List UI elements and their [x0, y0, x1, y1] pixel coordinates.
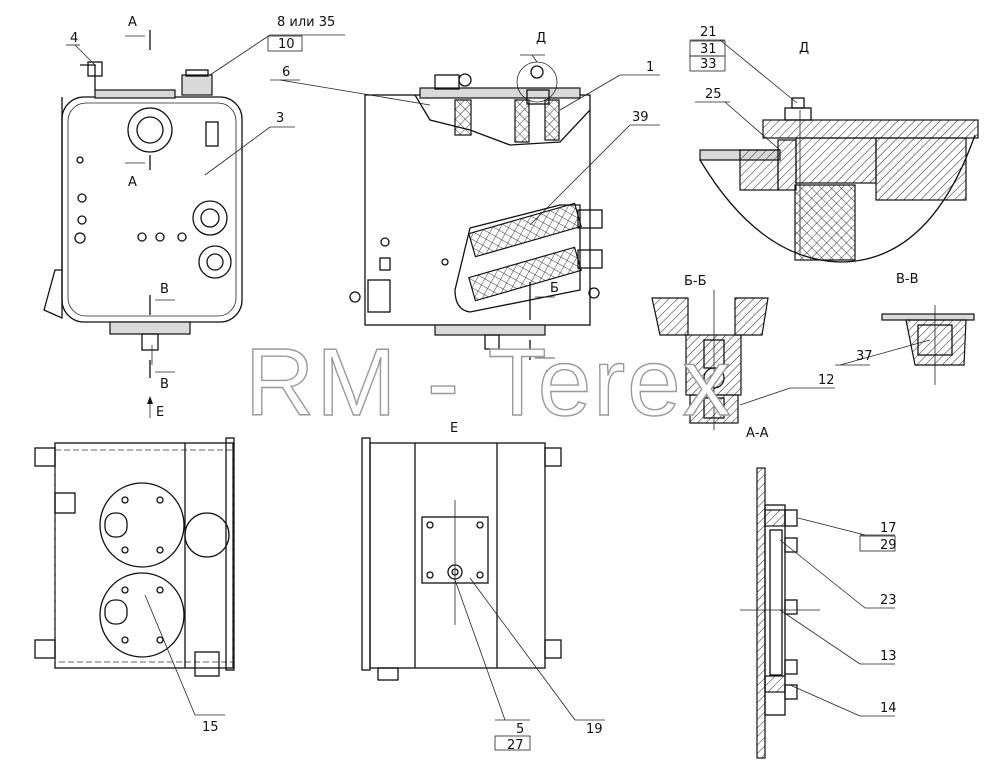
bottom-view — [34, 437, 235, 677]
callout-31: 31 — [700, 42, 717, 57]
view-mark-e: Е — [156, 405, 164, 420]
callout-10: 10 — [278, 37, 295, 52]
callout-19: 19 — [586, 722, 603, 737]
section-vv-title: В-В — [896, 272, 919, 287]
callout-8: 8 или 35 — [277, 15, 335, 30]
sight-gauge-upper — [192, 200, 228, 236]
section-mark-a-top: А — [128, 15, 137, 30]
sight-gauge-lower — [198, 245, 232, 279]
front-view — [43, 30, 243, 418]
section-vv — [881, 305, 975, 385]
callout-1: 1 — [646, 60, 654, 75]
section-mark-b: Б — [550, 281, 559, 296]
callout-12: 12 — [818, 373, 835, 388]
bottom-flange-lower — [99, 572, 185, 658]
callout-21: 21 — [700, 25, 717, 40]
callout-4: 4 — [70, 31, 78, 46]
tank-wall — [756, 467, 766, 759]
callout-15: 15 — [202, 720, 219, 735]
tank-body-view-e — [369, 442, 546, 669]
section-mark-v: В — [160, 282, 169, 297]
tank-body-front — [61, 96, 243, 323]
inspection-flange — [127, 107, 173, 153]
callout-39: 39 — [632, 110, 649, 125]
tank-body-bottom — [54, 442, 234, 669]
section-bb-title: Б-Б — [684, 274, 707, 289]
callout-23: 23 — [880, 593, 897, 608]
sight-glass-section — [740, 467, 820, 759]
section-mark-a-bottom: А — [128, 175, 137, 190]
watermark: RM - Terex — [245, 329, 733, 436]
callout-33: 33 — [700, 57, 717, 72]
callout-13: 13 — [880, 649, 897, 664]
callout-3: 3 — [276, 111, 284, 126]
top-flange — [94, 89, 176, 99]
section-aa-title: А-А — [746, 426, 769, 441]
section-mark-b-bottom: Б — [545, 369, 554, 384]
section-mark-v-bottom: В — [160, 377, 169, 392]
callout-17: 17 — [880, 521, 897, 536]
callout-37: 37 — [856, 349, 873, 364]
side-view — [349, 61, 603, 360]
callout-6: 6 — [282, 65, 290, 80]
callout-5: 5 — [516, 722, 524, 737]
bottom-flange-upper — [99, 482, 185, 568]
callout-14: 14 — [880, 701, 897, 716]
callout-25: 25 — [705, 87, 722, 102]
callout-29: 29 — [880, 538, 897, 553]
section-bb — [651, 290, 769, 430]
view-e-title: Е — [450, 421, 458, 436]
drain-flange — [109, 321, 191, 335]
view-e — [361, 437, 562, 681]
detail-d-title: Д — [799, 41, 809, 56]
callout-27: 27 — [507, 738, 524, 753]
detail-d — [699, 97, 979, 263]
section-mark-d: Д — [536, 31, 546, 46]
filler-cap — [181, 74, 213, 96]
